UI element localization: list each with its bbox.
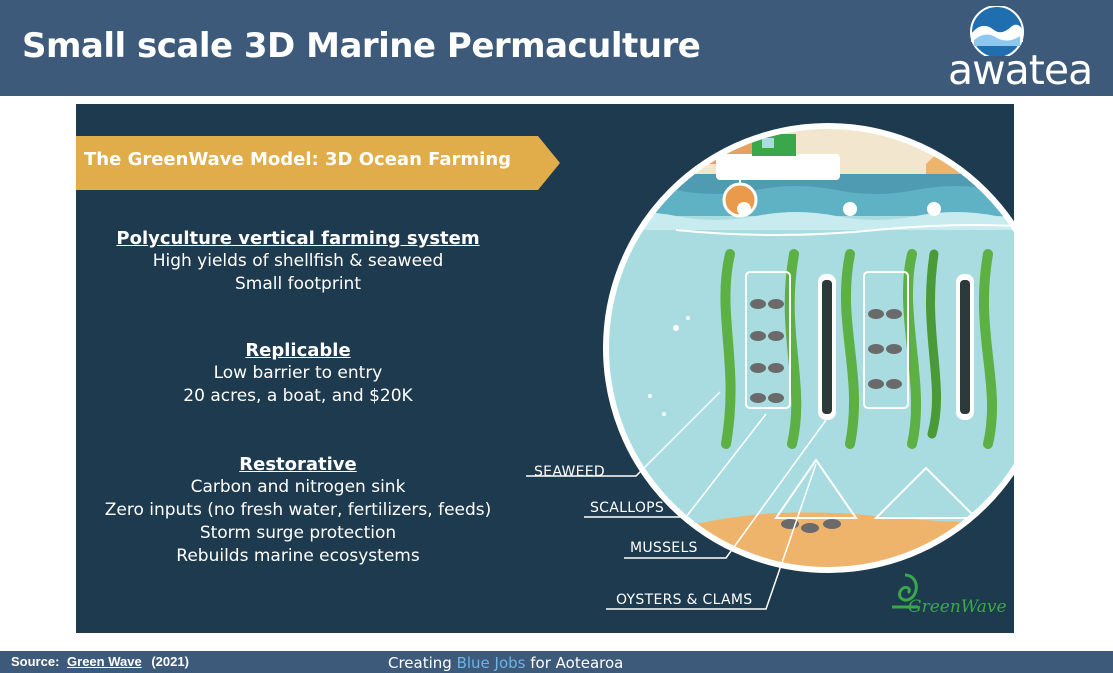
slide-title: Small scale 3D Marine Permaculture (22, 26, 701, 66)
ocean-farm-illustration (76, 123, 1014, 610)
tagline-pre: Creating (388, 654, 452, 672)
source-year: (2021) (151, 654, 189, 669)
section-line: Small footprint (234, 274, 361, 294)
section-line: Rebuilds marine ecosystems (176, 546, 420, 566)
callout-oysters-clams: OYSTERS & CLAMS (616, 592, 753, 608)
section-heading: Restorative (239, 454, 357, 475)
greenwave-poster: The GreenWave Model: 3D Ocean Farming Po… (76, 104, 1014, 633)
banner-arrow (76, 136, 560, 190)
section-polyculture: Polyculture vertical farming system High… (76, 228, 538, 296)
tagline-post: for Aotearoa (530, 654, 624, 672)
section-heading: Replicable (245, 340, 351, 361)
tagline-accent: Blue Jobs (456, 654, 526, 672)
logo-wordmark: awatea (948, 46, 1093, 94)
footer-bar: Source: Green Wave (2021) Creating Blue … (0, 651, 1113, 673)
section-line: 20 acres, a boat, and $20K (183, 386, 413, 406)
section-line: Storm surge protection (199, 523, 397, 543)
callout-scallops: SCALLOPS (590, 500, 665, 516)
section-line: High yields of shellfish & seaweed (152, 251, 444, 271)
header-bar: Small scale 3D Marine Permaculture awate… (0, 0, 1113, 96)
greenwave-wordmark: GreenWave (908, 597, 1007, 617)
source-label: Source: (11, 654, 60, 669)
banner-title: The GreenWave Model: 3D Ocean Farming (84, 149, 512, 170)
wave-logo-icon (970, 6, 1024, 56)
section-line: Carbon and nitrogen sink (190, 477, 406, 497)
section-heading: Polyculture vertical farming system (116, 228, 480, 249)
source-link[interactable]: Green Wave (67, 654, 142, 669)
source-citation: Source: Green Wave (2021) (11, 654, 189, 669)
awatea-logo: awatea (948, 6, 1113, 96)
greenwave-logo: GreenWave (888, 571, 1008, 627)
shell-logo-icon (892, 573, 918, 609)
section-line: Zero inputs (no fresh water, fertilizers… (104, 500, 492, 520)
section-replicable: Replicable Low barrier to entry 20 acres… (76, 340, 538, 408)
callout-mussels: MUSSELS (630, 540, 698, 556)
section-line: Low barrier to entry (213, 363, 383, 383)
callout-seaweed: SEAWEED (534, 464, 605, 480)
section-restorative: Restorative Carbon and nitrogen sink Zer… (76, 454, 538, 568)
footer-tagline: Creating Blue Jobs for Aotearoa (388, 654, 623, 672)
